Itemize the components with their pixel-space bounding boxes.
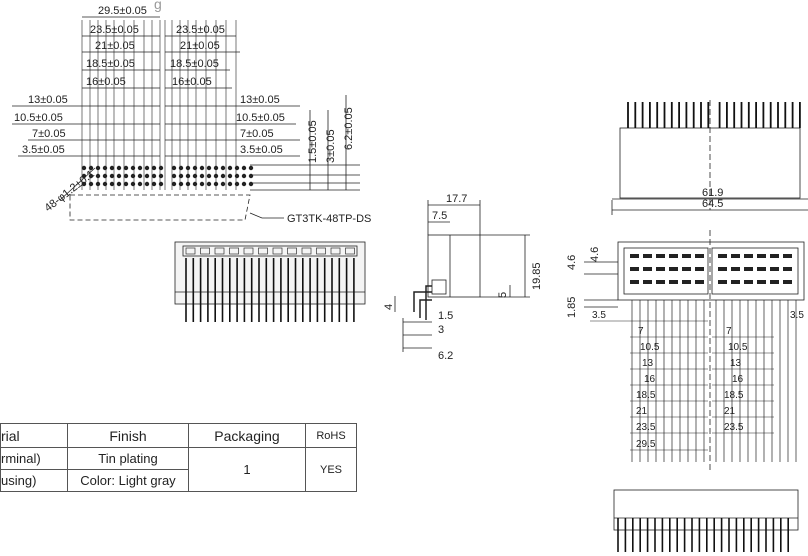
pitch-right-label: 18.5 xyxy=(724,390,744,401)
cell-material: rminal) xyxy=(0,447,68,470)
pitch-right-label: 13 xyxy=(730,358,742,369)
pitch-left-label: 16 xyxy=(644,374,656,385)
dim-left-label: 29.5±0.05 xyxy=(98,5,147,17)
table-row: using) Color: Light gray xyxy=(0,469,357,492)
col-finish: Finish xyxy=(67,423,189,448)
dim-vert-1: 1.5±0.05 xyxy=(307,120,319,163)
dim-right-label: 21±0.05 xyxy=(180,40,220,52)
table-row: rminal) Tin plating 1 YES xyxy=(0,447,357,492)
pitch-left-label: 29.5 xyxy=(636,439,656,450)
pitch-left-label: 18.5 xyxy=(636,390,656,401)
dim-right-label: 16±0.05 xyxy=(172,76,212,88)
dim-right-label: 3.5±0.05 xyxy=(240,144,283,156)
pitch-left-label: 3.5 xyxy=(592,310,606,321)
spec-table: rial Finish Packaging RoHS rminal) Tin p… xyxy=(0,423,357,492)
col-rohs: RoHS xyxy=(305,423,357,448)
side-dim-6-2: 6.2 xyxy=(438,350,453,362)
side-dim-1-5: 1.5 xyxy=(438,310,453,322)
dim-left-label: 13±0.05 xyxy=(28,94,68,106)
dim-left-label: 18.5±0.05 xyxy=(86,58,135,70)
overall-dim-61-9: 61.9 xyxy=(702,187,723,199)
pitch-left-label: 10.5 xyxy=(640,342,660,353)
pcb-layout-view xyxy=(12,16,360,221)
dim-left-label: 23.5±0.05 xyxy=(90,24,139,36)
side-dim-7-5: 7.5 xyxy=(432,210,447,222)
pitch-right-label: 23.5 xyxy=(724,422,744,433)
side-dim-4-6-b: 4.6 xyxy=(589,247,601,262)
pitch-right-label: 7 xyxy=(726,326,732,337)
connector-side-view xyxy=(394,200,530,352)
pitch-left-label: 13 xyxy=(642,358,654,369)
dim-right-label: 18.5±0.05 xyxy=(170,58,219,70)
connector-front-view xyxy=(174,241,366,322)
dim-left-label: 16±0.05 xyxy=(86,76,126,88)
title-fragment: g xyxy=(154,0,162,12)
side-dim-5: 5 xyxy=(497,292,509,298)
side-dim-height: 19.85 xyxy=(531,262,543,290)
dim-right-label: 23.5±0.05 xyxy=(176,24,225,36)
pitch-right-label: 21 xyxy=(724,406,736,417)
pitch-left-label: 7 xyxy=(638,326,644,337)
pitch-right-label: 16 xyxy=(732,374,744,385)
pcb-outline xyxy=(69,194,251,221)
side-dim-4-6-a: 4.6 xyxy=(566,255,578,270)
side-dim-4: 4 xyxy=(383,304,395,310)
side-dim-1-85: 1.85 xyxy=(566,297,578,318)
dim-vert-2: 3±0.05 xyxy=(325,129,337,163)
part-number-label: GT3TK-48TP-DS xyxy=(287,213,371,225)
pitch-left-label: 21 xyxy=(636,406,648,417)
dim-right-label: 7±0.05 xyxy=(240,128,274,140)
col-packaging: Packaging xyxy=(188,423,306,448)
side-dim-3: 3 xyxy=(438,324,444,336)
pitch-left-label: 23.5 xyxy=(636,422,656,433)
cell-finish: Tin plating xyxy=(67,447,189,470)
side-dim-width: 17.7 xyxy=(446,193,467,205)
dim-left-label: 7±0.05 xyxy=(32,128,66,140)
cell-finish: Color: Light gray xyxy=(67,469,189,492)
table-header-row: rial Finish Packaging RoHS xyxy=(0,423,357,448)
cell-packaging: 1 xyxy=(188,447,306,492)
dim-right-label: 13±0.05 xyxy=(240,94,280,106)
col-material: rial xyxy=(0,423,68,448)
pitch-right-label: 3.5 xyxy=(790,310,804,321)
dim-left-label: 21±0.05 xyxy=(95,40,135,52)
dim-right-label: 10.5±0.05 xyxy=(236,112,285,124)
dim-left-label: 10.5±0.05 xyxy=(14,112,63,124)
dim-vert-3: 6.2±0.05 xyxy=(343,107,355,150)
overall-dim-64-5: 64.5 xyxy=(702,198,723,210)
cell-material: using) xyxy=(0,469,68,492)
pitch-right-label: 10.5 xyxy=(728,342,748,353)
dim-left-label: 3.5±0.05 xyxy=(22,144,65,156)
cell-rohs: YES xyxy=(305,447,357,492)
connector-right-views xyxy=(584,100,808,552)
